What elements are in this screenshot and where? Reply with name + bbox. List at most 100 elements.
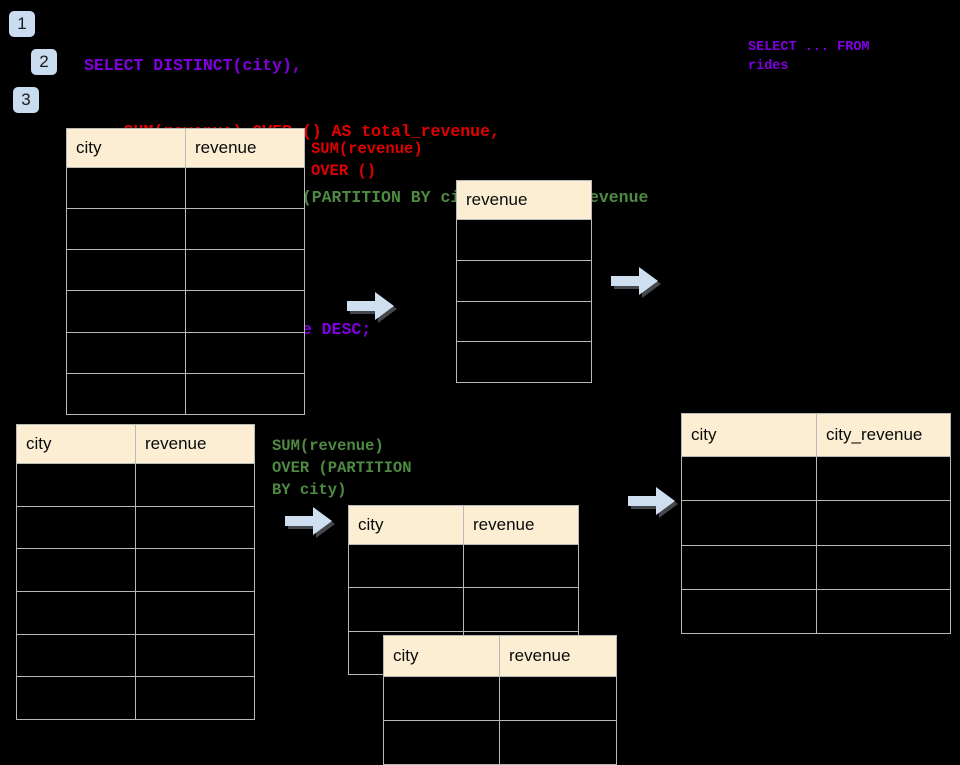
table-body	[681, 455, 951, 635]
column-header-city: city	[681, 413, 817, 457]
cell	[66, 249, 186, 292]
table-row	[66, 290, 305, 333]
table-row	[16, 633, 255, 678]
cell	[16, 463, 136, 507]
cell	[456, 341, 592, 383]
column-header-revenue: revenue	[499, 635, 617, 677]
column-header-city: city	[16, 424, 136, 464]
step-badge-3: 3	[13, 87, 39, 113]
table-body	[16, 463, 255, 720]
table-row	[16, 505, 255, 550]
table-row	[66, 331, 305, 374]
cell	[681, 544, 817, 590]
table-row	[383, 676, 617, 721]
cell	[348, 587, 464, 632]
cell	[456, 219, 592, 261]
table-header-row: city revenue	[383, 635, 617, 677]
arrow-source-to-total	[344, 288, 398, 324]
table-header-row: city revenue	[16, 424, 255, 464]
cell	[16, 633, 136, 678]
table-header-row: city city_revenue	[681, 413, 951, 457]
cell	[816, 455, 951, 502]
column-header-revenue: revenue	[185, 128, 305, 168]
cell	[185, 290, 305, 333]
table-row	[383, 720, 617, 765]
table-header-row: revenue	[456, 180, 592, 220]
column-header-city: city	[348, 505, 464, 545]
column-header-city-revenue: city_revenue	[816, 413, 951, 457]
cell	[499, 720, 617, 765]
partition-group-table-front: city revenue	[383, 635, 617, 765]
table-row	[681, 455, 951, 502]
table-row	[66, 208, 305, 251]
cell	[681, 500, 817, 546]
cell	[816, 500, 951, 546]
column-header-revenue: revenue	[463, 505, 579, 545]
table-row	[681, 500, 951, 546]
table-row	[456, 341, 592, 383]
table-row	[66, 372, 305, 416]
cell	[135, 633, 255, 678]
arrow-source-to-partition	[282, 503, 336, 539]
total-revenue-table: revenue	[456, 180, 592, 383]
cell	[16, 548, 136, 592]
annotation-sum-over-partition: SUM(revenue) OVER (PARTITION BY city)	[272, 437, 412, 499]
cell	[185, 166, 305, 210]
cell	[463, 587, 579, 632]
cell	[681, 455, 817, 502]
cell	[456, 300, 592, 343]
table-row	[456, 259, 592, 302]
column-header-revenue: revenue	[135, 424, 255, 464]
cell	[456, 259, 592, 302]
cell	[135, 676, 255, 720]
arrow-total-to-result	[608, 263, 662, 299]
column-header-city: city	[383, 635, 500, 677]
sql-line-select: SELECT DISTINCT(city),	[84, 56, 302, 75]
cell	[383, 720, 500, 765]
cell	[681, 588, 817, 635]
table-row	[681, 588, 951, 635]
table-row	[348, 587, 579, 632]
rides-source-table: city revenue	[66, 128, 305, 416]
cell	[185, 372, 305, 416]
table-row	[16, 590, 255, 635]
cell	[135, 463, 255, 507]
cell	[383, 676, 500, 721]
cell	[16, 676, 136, 720]
city-revenue-result-table: city city_revenue	[681, 413, 951, 635]
table-body	[456, 219, 592, 383]
annotation-select-from: SELECT ... FROM rides	[748, 40, 870, 74]
table-body	[383, 676, 617, 765]
cell	[185, 249, 305, 292]
cell	[135, 590, 255, 635]
step-badge-1: 1	[9, 11, 35, 37]
table-body	[66, 166, 305, 416]
cell	[66, 166, 186, 210]
cell	[185, 208, 305, 251]
table-header-row: city revenue	[66, 128, 305, 168]
arrow-partition-to-result	[625, 483, 679, 519]
cell	[463, 543, 579, 589]
table-header-row: city revenue	[348, 505, 579, 545]
table-row	[66, 249, 305, 292]
cell	[135, 548, 255, 592]
rides-source-table-partitioned: city revenue	[16, 424, 255, 720]
cell	[16, 505, 136, 550]
table-row	[16, 463, 255, 507]
table-row	[16, 548, 255, 592]
table-row	[456, 219, 592, 261]
cell	[499, 676, 617, 721]
cell	[348, 543, 464, 589]
table-row	[16, 676, 255, 720]
table-row	[66, 166, 305, 210]
cell	[66, 208, 186, 251]
cell	[816, 588, 951, 635]
cell	[66, 372, 186, 416]
cell	[816, 544, 951, 590]
cell	[185, 331, 305, 374]
column-header-revenue: revenue	[456, 180, 592, 220]
cell	[66, 331, 186, 374]
cell	[16, 590, 136, 635]
annotation-sum-over-empty: SUM(revenue) OVER ()	[311, 140, 423, 180]
cell	[135, 505, 255, 550]
